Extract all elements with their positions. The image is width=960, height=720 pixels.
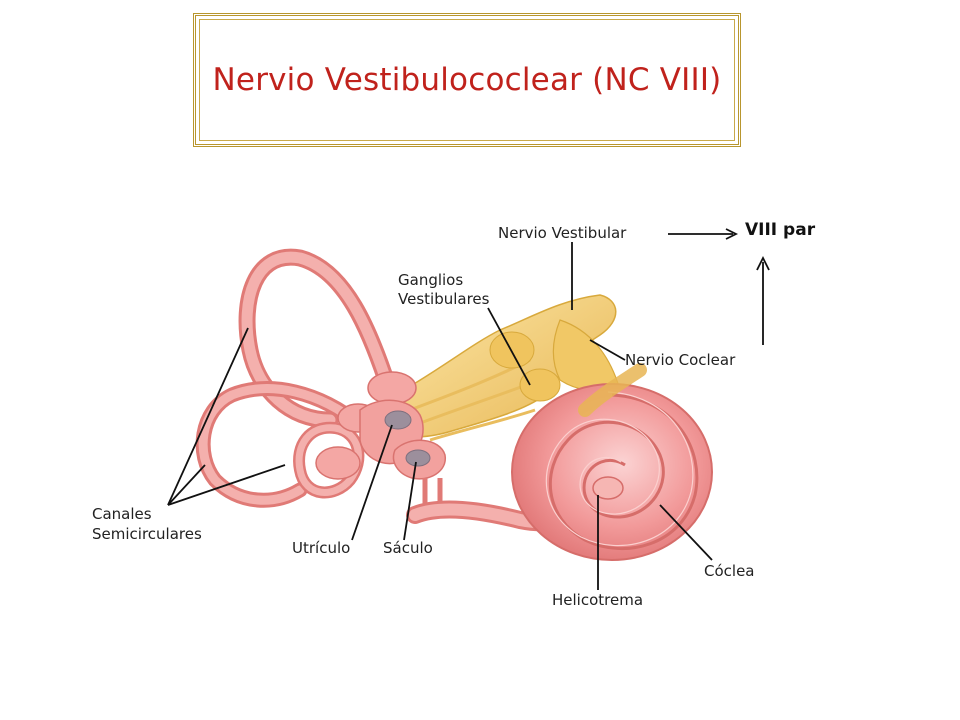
label-viii-par: VIII par [745,220,816,240]
label-semicirculares: Semicirculares [92,525,202,543]
leader-coclea [659,504,713,561]
label-vestibulares: Vestibulares [398,290,490,308]
label-ganglios: Ganglios [398,271,463,289]
ampulla-1 [367,371,417,405]
arrowhead-right [725,228,739,240]
leader-saculo [403,461,417,541]
page-title: Nervio Vestibulococlear (NC VIII) [212,62,722,98]
leader-canales-2 [167,464,206,506]
leader-utriculo [351,424,393,541]
label-saculo: Sáculo [383,539,433,557]
label-helicotrema: Helicotrema [552,591,643,609]
helicotrema-apex [592,476,624,500]
vestibular-ganglion-2 [519,368,561,402]
leader-nervio-coclear [589,339,626,361]
saccule-macula [405,449,431,467]
label-coclea: Cóclea [704,562,755,580]
vestibular-ganglion-1 [489,331,535,369]
ampulla-3 [315,446,361,480]
label-utriculo: Utrículo [292,539,350,557]
leader-lines [167,228,770,590]
leader-canales-3 [167,464,286,506]
title-box: Nervio Vestibulococlear (NC VIII) [193,13,741,147]
arrowhead-up [756,255,770,271]
cochlea [511,363,713,561]
label-canales: Canales [92,505,152,523]
utricle-macula [384,410,412,430]
semicircular-canals [195,248,399,508]
label-nervio-coclear: Nervio Coclear [625,351,736,369]
leader-canales-1 [167,327,249,506]
title-frame [199,19,735,141]
leader-ganglios [487,307,531,386]
label-nervio-vestibular: Nervio Vestibular [498,224,627,242]
